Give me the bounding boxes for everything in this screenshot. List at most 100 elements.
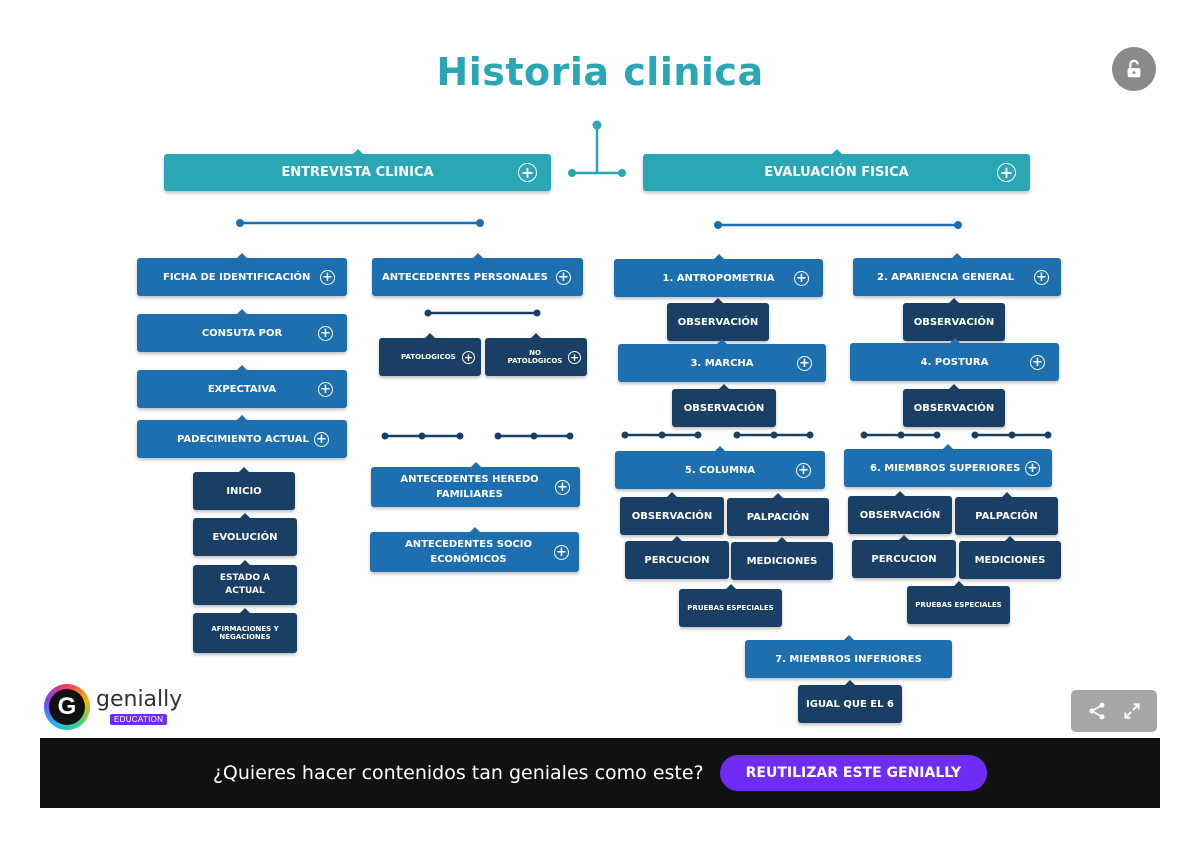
connector-dot <box>770 431 778 439</box>
plus-circle-icon[interactable]: + <box>318 325 333 341</box>
apariencia-general-label: 2. APARIENCIA GENERAL <box>877 271 1015 283</box>
connector-dot <box>694 431 702 439</box>
plus-circle-icon[interactable]: + <box>318 381 333 397</box>
share-icon[interactable] <box>1087 701 1107 721</box>
connector-dot <box>1008 431 1016 439</box>
expectativa-button[interactable]: EXPECTAIVA + <box>137 365 347 408</box>
antecedentes-heredo-label: ANTECEDENTES HEREDO FAMILIARES <box>400 474 539 500</box>
apariencia-general-button[interactable]: 2. APARIENCIA GENERAL + <box>853 253 1061 296</box>
observacion-box: OBSERVACIÓN <box>667 298 769 341</box>
plus-circle-icon[interactable]: + <box>794 270 809 286</box>
genially-logo[interactable]: G genially EDUCATION <box>44 684 204 730</box>
fullscreen-icon[interactable] <box>1122 701 1142 721</box>
pruebas-especiales-box: PRUEBAS ESPECIALES <box>679 584 782 627</box>
brand-name: genially <box>96 687 183 712</box>
percucion-box: PERCUCION <box>625 536 729 579</box>
palpacion-box: PALPACIÓN <box>727 493 829 536</box>
connector-dot <box>418 432 426 440</box>
ficha-identificacion-label: FICHA DE IDENTIFICACIÓN <box>163 271 311 283</box>
plus-circle-icon[interactable]: + <box>1034 269 1049 285</box>
plus-circle-icon[interactable]: + <box>314 431 329 447</box>
miembros-superiores-button[interactable]: 6. MIEMBROS SUPERIORES + <box>844 444 1052 487</box>
genially-logo-icon <box>44 684 90 730</box>
evaluacion-fisica-label: EVALUACIÓN FISICA <box>764 164 909 180</box>
connector-dot <box>236 219 244 227</box>
consulta-por-label: CONSUTA POR <box>201 327 283 339</box>
connector-dot <box>714 221 722 229</box>
consulta-por-button[interactable]: CONSUTA POR + <box>137 309 347 352</box>
plus-circle-icon[interactable]: + <box>556 269 571 285</box>
connector-dot <box>566 432 574 440</box>
miembros-superiores-label: 6. MIEMBROS SUPERIORES <box>870 462 1021 474</box>
patologicos-button[interactable]: PATOLOGICOS + <box>379 333 481 376</box>
viewer-controls <box>1071 690 1157 732</box>
connector-dot <box>381 432 389 440</box>
connector-dot <box>806 431 814 439</box>
connector-dot <box>658 431 666 439</box>
percucion-box: PERCUCION <box>852 535 956 578</box>
antropometria-label: 1. ANTROPOMETRIA <box>662 272 775 284</box>
postura-label: 4. POSTURA <box>920 356 989 368</box>
miembros-inferiores-button[interactable]: 7. MIEMBROS INFERIORES <box>745 635 952 678</box>
plus-circle-icon[interactable]: + <box>555 479 570 495</box>
antecedentes-heredo-button[interactable]: ANTECEDENTES HEREDO FAMILIARES + <box>371 462 580 507</box>
estado-actual-box: ESTADO A ACTUAL <box>193 560 297 605</box>
afirmaciones-negaciones-box: AFIRMACIONES Y NEGACIONES <box>193 608 297 653</box>
postura-button[interactable]: 4. POSTURA + <box>850 338 1059 381</box>
plus-circle-icon[interactable]: + <box>462 350 475 364</box>
ficha-identificacion-button[interactable]: FICHA DE IDENTIFICACIÓN + <box>137 253 347 296</box>
columna-button[interactable]: 5. COLUMNA + <box>615 446 825 489</box>
mediciones-box: MEDICIONES <box>731 537 833 580</box>
connector-dot <box>456 432 464 440</box>
igual-que-el-6-box: IGUAL QUE EL 6 <box>798 680 902 723</box>
marcha-button[interactable]: 3. MARCHA + <box>618 339 826 382</box>
plus-circle-icon[interactable]: + <box>796 462 811 478</box>
reuse-genially-button[interactable]: REUTILIZAR ESTE GENIALLY <box>719 755 988 791</box>
connector-dot <box>971 431 979 439</box>
observacion-box: OBSERVACIÓN <box>848 491 952 534</box>
miembros-inferiores-label: 7. MIEMBROS INFERIORES <box>775 653 922 665</box>
connector-dot <box>618 169 626 177</box>
plus-circle-icon[interactable]: + <box>997 163 1016 182</box>
footer-question: ¿Quieres hacer contenidos tan geniales c… <box>212 762 704 784</box>
plus-circle-icon[interactable]: + <box>568 350 581 364</box>
unlock-icon <box>1127 59 1141 78</box>
evolucion-box: EVOLUCIÓN <box>193 513 297 556</box>
padecimiento-actual-label: PADECIMIENTO ACTUAL <box>177 433 309 445</box>
antecedentes-socio-label: ANTECEDENTES SOCIO ECONÓMICOS <box>404 539 533 565</box>
columna-label: 5. COLUMNA <box>684 464 756 476</box>
connector-dot <box>733 431 741 439</box>
plus-circle-icon[interactable]: + <box>1030 354 1045 370</box>
connector-dot <box>494 432 502 440</box>
palpacion-box: PALPACIÓN <box>955 492 1058 535</box>
evaluacion-fisica-button[interactable]: EVALUACIÓN FISICA + <box>643 149 1030 191</box>
connector-dot <box>621 431 629 439</box>
no-patologicos-button[interactable]: NO PATOLOGICOS + <box>485 333 587 376</box>
padecimiento-actual-button[interactable]: PADECIMIENTO ACTUAL + <box>137 415 347 458</box>
page-title: Historia clinica <box>436 50 764 94</box>
observacion-box: OBSERVACIÓN <box>672 384 776 427</box>
connector-dot <box>897 431 905 439</box>
connector-dot <box>860 431 868 439</box>
mediciones-box: MEDICIONES <box>959 536 1061 579</box>
expectativa-label: EXPECTAIVA <box>207 383 277 395</box>
antecedentes-personales-button[interactable]: ANTECEDENTES PERSONALES + <box>372 253 583 296</box>
connector-dot <box>530 432 538 440</box>
connector-dot <box>933 431 941 439</box>
plus-circle-icon[interactable]: + <box>554 544 569 560</box>
connector-dot <box>533 309 541 317</box>
marcha-label: 3. MARCHA <box>690 357 754 369</box>
connector-dot <box>424 309 432 317</box>
antropometria-button[interactable]: 1. ANTROPOMETRIA + <box>614 254 823 297</box>
plus-circle-icon[interactable]: + <box>797 355 812 371</box>
connector-dot <box>954 221 962 229</box>
plus-circle-icon[interactable]: + <box>518 163 537 182</box>
entrevista-clinica-button[interactable]: ENTREVISTA CLINICA + <box>164 149 551 191</box>
brand-edu-badge: EDUCATION <box>110 714 168 725</box>
observacion-box: OBSERVACIÓN <box>903 384 1005 427</box>
plus-circle-icon[interactable]: + <box>1025 460 1040 476</box>
unlock-button[interactable] <box>1112 47 1156 91</box>
plus-circle-icon[interactable]: + <box>320 269 335 285</box>
connector-dot <box>568 169 576 177</box>
antecedentes-socio-button[interactable]: ANTECEDENTES SOCIO ECONÓMICOS + <box>370 527 579 572</box>
